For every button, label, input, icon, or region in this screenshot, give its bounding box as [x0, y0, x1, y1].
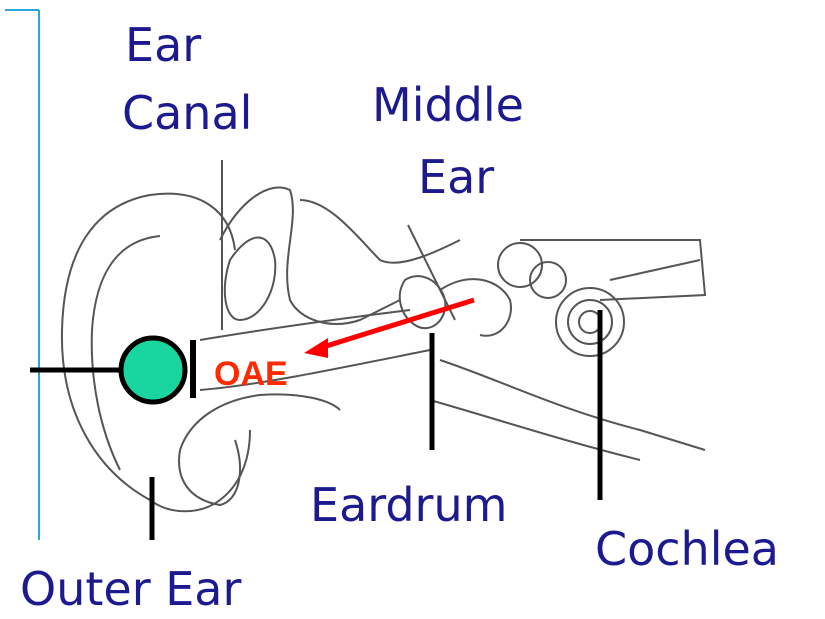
bone-texture	[225, 238, 276, 321]
temporal-bone	[220, 187, 400, 323]
probe-tip	[121, 338, 185, 402]
label-cochlea: Cochlea	[595, 522, 779, 576]
canal-floor-bone	[180, 394, 340, 450]
oae-arrowhead	[304, 338, 328, 358]
skull-curve	[300, 200, 460, 263]
canal-upper	[200, 310, 410, 340]
cochlea-middle	[568, 300, 612, 344]
nerve-box	[520, 240, 705, 300]
label-canal: Canal	[122, 86, 252, 140]
label-middle-ear: Ear	[418, 150, 494, 204]
lower-bone	[179, 440, 240, 505]
cochlea-outer	[556, 288, 624, 356]
nerve-line	[610, 260, 700, 280]
label-ear: Ear	[125, 18, 201, 72]
label-middle: Middle	[372, 78, 524, 132]
semicircular-canal-a	[498, 243, 542, 287]
eustachian-tube-lower	[430, 400, 640, 460]
eustachian-tube	[440, 360, 705, 450]
label-eardrum: Eardrum	[310, 478, 507, 532]
label-oae: OAE	[214, 356, 288, 392]
ear-line-drawing	[62, 160, 705, 511]
label-outer-ear: Outer Ear	[20, 562, 241, 616]
